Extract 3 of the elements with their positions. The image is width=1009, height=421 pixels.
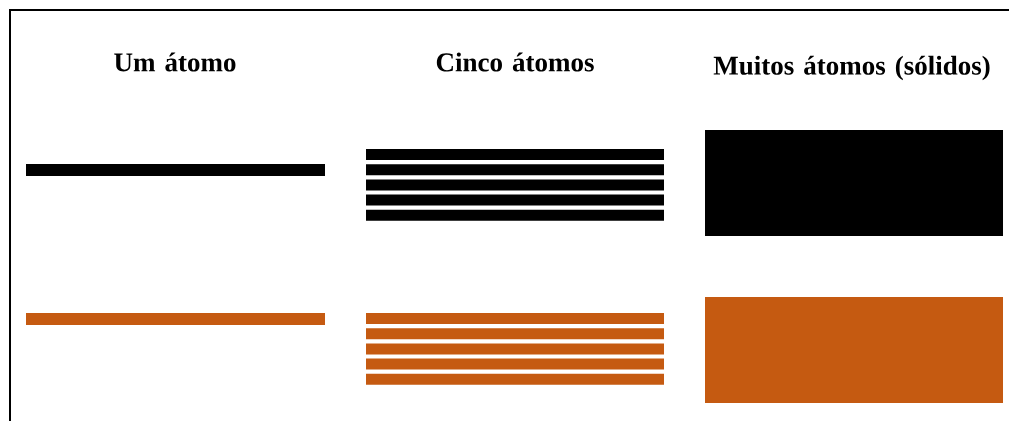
column-heading: Cinco átomos [436,52,594,72]
column-heading: Muitos átomos (sólidos) [713,55,990,81]
column-heading: Um átomo [114,52,236,72]
